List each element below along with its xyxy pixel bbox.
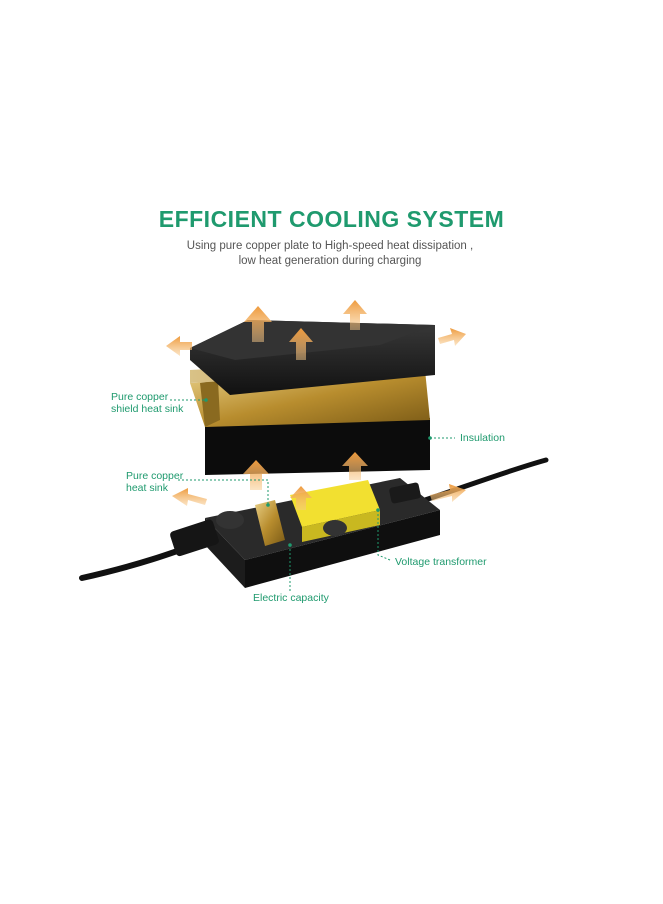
heat-arrow-icon	[244, 306, 272, 342]
top-lid	[190, 320, 435, 395]
electric-capacitor-2	[323, 520, 347, 536]
heat-arrow-icon	[289, 328, 313, 360]
heat-arrow-icon	[430, 484, 466, 502]
insulation-layer	[205, 418, 430, 475]
heat-arrow-icon	[172, 488, 207, 506]
callout-heat-sink-line2: heat sink	[126, 482, 169, 494]
subtitle-line-2: low heat generation during charging	[238, 255, 422, 267]
input-plug	[170, 519, 219, 557]
heat-arrows	[166, 300, 466, 510]
callout-shield-heat-sink: Pure copper shield heat sink	[111, 391, 183, 415]
leader-voltage-transformer	[377, 510, 391, 561]
electric-capacitor	[216, 511, 244, 529]
subtitle-line-1: Using pure copper plate to High-speed he…	[186, 240, 474, 252]
output-connector	[389, 482, 421, 504]
callout-shield-heat-sink-line2: shield heat sink	[111, 403, 184, 415]
callout-shield-heat-sink-line1: Pure copper	[111, 391, 169, 403]
heat-arrow-icon	[166, 336, 192, 356]
callout-insulation: Insulation	[460, 432, 505, 444]
callout-voltage-transformer: Voltage transformer	[395, 556, 487, 568]
callout-heat-sink: Pure copper heat sink	[126, 470, 183, 494]
heat-arrow-icon	[438, 328, 466, 346]
heat-arrow-icon	[343, 300, 367, 330]
callout-electric-capacity: Electric capacity	[253, 592, 329, 604]
page-subtitle: Using pure copper plate to High-speed he…	[150, 239, 510, 269]
callout-heat-sink-line1: Pure copper	[126, 470, 184, 482]
leader-heat-sink	[178, 479, 269, 505]
heat-arrow-icon	[243, 460, 269, 490]
page-title: EFFICIENT COOLING SYSTEM	[158, 206, 505, 232]
heat-arrow-icon	[290, 486, 312, 510]
heat-arrow-icon	[342, 452, 368, 480]
pure-copper-heat-sink	[255, 500, 285, 546]
